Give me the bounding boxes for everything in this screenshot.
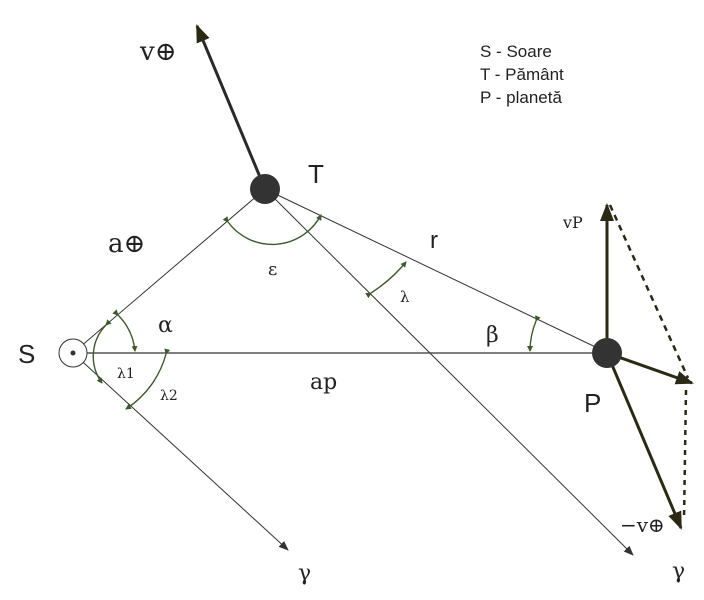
gamma-direction-from-T (264, 188, 634, 556)
label-epsilon: ε (268, 259, 277, 280)
label-gamma-left: γ (298, 561, 311, 586)
earth-node (250, 174, 280, 204)
minus-earth-velocity-vector (605, 352, 683, 530)
label-r: r (430, 227, 438, 254)
legend: S - Soare T - Pământ P - planetă (480, 40, 564, 109)
legend-item-planet: P - planetă (480, 88, 562, 107)
label-gamma-right: γ (672, 559, 685, 584)
line-T-P (264, 188, 609, 354)
label-a-planet: ap (310, 370, 337, 395)
sun-center (70, 350, 76, 356)
gamma-direction-from-S (72, 352, 289, 551)
label-v-earth: v⊕ (139, 37, 176, 67)
legend-item-earth: T - Pământ (480, 65, 564, 84)
resultant-velocity-vector (606, 351, 694, 385)
planet-node (592, 338, 622, 368)
label-lambda: λ (400, 288, 410, 306)
label-lambda1: λ1 (117, 366, 135, 382)
label-v-planet: vP (562, 213, 583, 232)
parallelogram-dash-bottom (682, 389, 688, 521)
label-alpha: α (158, 313, 173, 338)
parallelogram-dash-top (608, 204, 690, 379)
angle-arc-alpha (112, 309, 138, 352)
angle-arc-lambda2 (125, 348, 171, 410)
legend-item-sun: S - Soare (480, 42, 552, 61)
angle-arc-lambda1 (92, 319, 112, 384)
label-beta: β (486, 323, 499, 348)
label-a-earth: a⊕ (108, 229, 145, 259)
angle-arc-beta (527, 315, 541, 352)
label-minus-v-earth: −v⊕ (620, 513, 665, 537)
label-lambda2: λ2 (160, 388, 178, 404)
point-label-S: S (18, 339, 35, 369)
angle-arc-lambda (365, 261, 407, 299)
angle-arc-epsilon (222, 214, 322, 246)
point-label-P: P (584, 388, 601, 418)
earth-velocity-vector (195, 24, 267, 190)
point-label-T: T (308, 159, 324, 189)
